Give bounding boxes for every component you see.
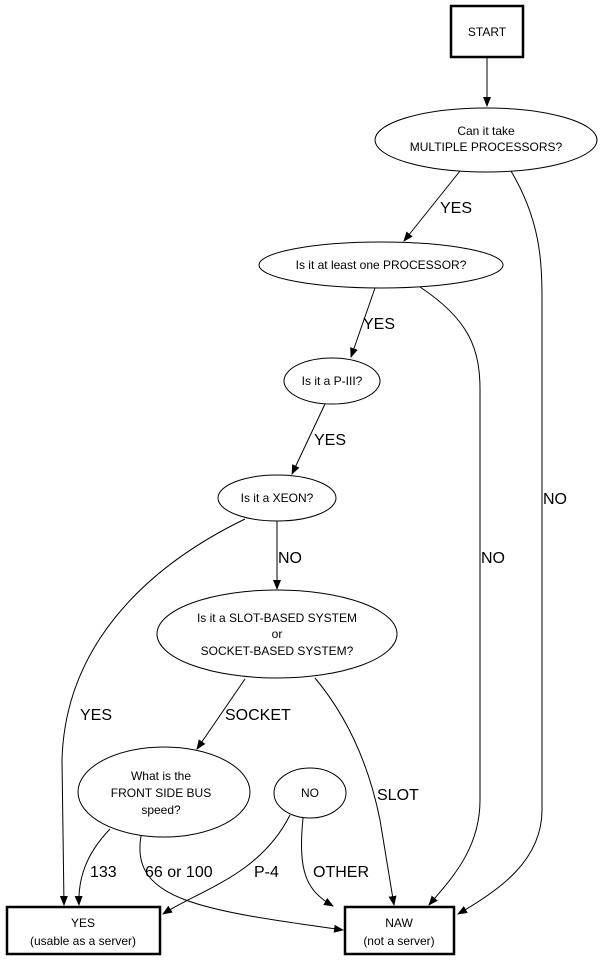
edge-p3-xeon <box>291 403 326 475</box>
node-multiple-line1: Can it take <box>457 124 515 138</box>
edge-one-naw <box>419 286 481 906</box>
edge-multiple-one <box>403 170 461 242</box>
edge-label-p4: P-4 <box>254 864 279 881</box>
node-yes-line2: (usable as a server) <box>30 934 136 948</box>
edges <box>59 57 543 933</box>
nodes: START Can it take MULTIPLE PROCESSORS? I… <box>5 4 598 956</box>
edge-label-multiple-yes: YES <box>440 200 472 217</box>
edge-label-xeon-no: NO <box>278 550 302 567</box>
node-no: NO <box>273 767 347 819</box>
edge-multiple-naw <box>457 170 543 915</box>
node-fsb-line3: speed? <box>141 803 181 817</box>
edge-labels: YES NO YES NO YES NO YES SOCKET SLOT 133… <box>80 200 567 881</box>
edge-label-133: 133 <box>90 864 117 881</box>
edge-fsb-naw <box>139 835 344 933</box>
edge-fsb-yes <box>74 828 111 906</box>
edge-no-yes <box>162 814 291 915</box>
node-one-processor: Is it at least one PROCESSOR? <box>258 241 504 289</box>
edge-no-naw <box>301 817 334 907</box>
edge-label-xeon-yes: YES <box>80 707 112 724</box>
node-naw-line2: (not a server) <box>363 934 434 948</box>
node-yes-server: YES (usable as a server) <box>5 905 162 956</box>
edge-label-one-yes: YES <box>363 316 395 333</box>
node-naw: NAW (not a server) <box>343 905 456 956</box>
node-fsb: What is the FRONT SIDE BUS speed? <box>77 746 251 838</box>
edge-label-slot: SLOT <box>377 787 419 804</box>
node-slot-line2: or <box>272 627 283 641</box>
node-slot-socket: Is it a SLOT-BASED SYSTEM or SOCKET-BASE… <box>156 589 398 679</box>
edge-one-p3 <box>350 287 376 358</box>
edge-label-66-or-100: 66 or 100 <box>145 864 213 881</box>
node-fsb-line2: FRONT SIDE BUS <box>111 786 211 800</box>
edge-label-socket: SOCKET <box>225 707 291 724</box>
edge-label-one-no: NO <box>481 550 505 567</box>
node-xeon: Is it a XEON? <box>217 474 337 522</box>
edge-label-other: OTHER <box>313 864 369 881</box>
node-naw-line1: NAW <box>385 916 413 930</box>
node-slot-line1: Is it a SLOT-BASED SYSTEM <box>197 611 357 625</box>
node-fsb-line1: What is the <box>131 769 191 783</box>
node-p3-label: Is it a P-III? <box>302 374 363 388</box>
node-xeon-label: Is it a XEON? <box>241 491 314 505</box>
node-p3: Is it a P-III? <box>283 357 381 405</box>
node-slot-line3: SOCKET-BASED SYSTEM? <box>201 644 354 658</box>
node-multiple-line2: MULTIPLE PROCESSORS? <box>410 140 563 154</box>
edge-label-multiple-no: NO <box>543 491 567 508</box>
node-multiple-processors: Can it take MULTIPLE PROCESSORS? <box>374 107 598 173</box>
edge-xeon-yes <box>59 518 246 906</box>
edge-label-p3-yes: YES <box>314 432 346 449</box>
edge-slot-naw <box>314 677 397 906</box>
node-yes-line1: YES <box>71 916 95 930</box>
node-one-processor-label: Is it at least one PROCESSOR? <box>296 258 467 272</box>
node-start-label: START <box>468 25 507 39</box>
edge-slot-fsb <box>196 678 246 750</box>
node-no-label: NO <box>301 786 319 800</box>
node-start: START <box>449 4 525 59</box>
